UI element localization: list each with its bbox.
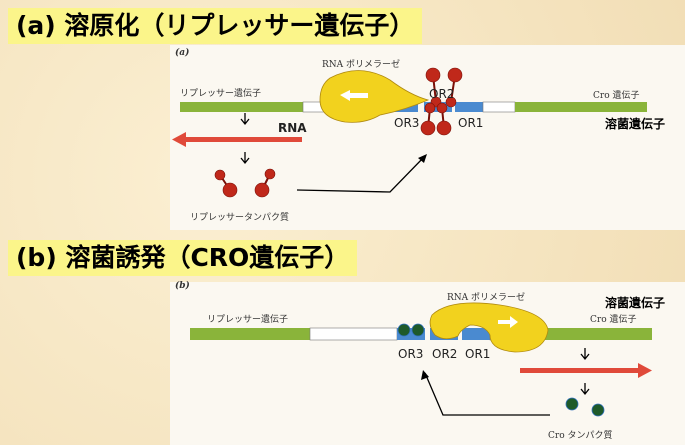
lysis-gene-label-a: 溶菌遺伝子 — [605, 117, 666, 131]
direction-arrow-icon-b — [498, 316, 518, 328]
dna-gap — [482, 101, 516, 113]
or1-site-b — [462, 328, 490, 340]
cro-gene-bar-b — [520, 328, 652, 340]
repressor-dimers — [214, 67, 463, 198]
figure-b — [170, 282, 685, 445]
cro-gene-label-b: Cro 遺伝子 — [590, 315, 637, 325]
cro-gene-label-a: Cro 遺伝子 — [593, 91, 640, 101]
or1-label-b: OR1 — [465, 347, 491, 361]
cro-rna — [520, 368, 642, 373]
or3-label-b: OR3 — [398, 347, 424, 361]
panel-a-tag: (a) — [175, 48, 190, 58]
or2-label-a: OR2 — [429, 87, 455, 101]
cro-gene-bar — [515, 102, 647, 112]
or2-label-b: OR2 — [432, 347, 458, 361]
panel-b-tag: (b) — [175, 281, 190, 291]
rna-polymerase — [319, 70, 430, 123]
repressor-protein-label: リプレッサータンパク質 — [190, 213, 290, 223]
direction-arrow-icon — [340, 90, 368, 101]
cro-proteins — [397, 323, 605, 417]
cro-protein-label: Cro タンパク質 — [548, 431, 613, 441]
rna-transcript — [182, 137, 302, 142]
or3-label-a: OR3 — [394, 116, 420, 130]
repressor-gene-label-a: リプレッサー遺伝子 — [180, 89, 262, 99]
feedback-arrow-a — [296, 155, 426, 193]
repressor-gene-label-b: リプレッサー遺伝子 — [207, 315, 289, 325]
or1-site — [455, 102, 483, 112]
panel-a-title: (a) 溶原化（リプレッサー遺伝子） — [8, 8, 423, 44]
panel-b-title: (b) 溶菌誘発（CRO遺伝子） — [8, 240, 358, 276]
feedback-arrow-b — [424, 372, 550, 416]
rna-arrowhead — [172, 132, 186, 147]
or1-label-a: OR1 — [458, 116, 484, 130]
down-arrows — [240, 113, 250, 165]
lysis-gene-label-b: 溶菌遺伝子 — [605, 296, 666, 310]
rna-polymerase-b — [429, 302, 549, 353]
polymerase-label-a: RNA ポリメラーゼ — [322, 60, 401, 70]
repressor-gene-bar-b — [190, 328, 310, 340]
rna-label: RNA — [278, 121, 307, 135]
polymerase-label-b: RNA ポリメラーゼ — [447, 293, 526, 303]
repressor-gene-bar — [180, 102, 303, 112]
